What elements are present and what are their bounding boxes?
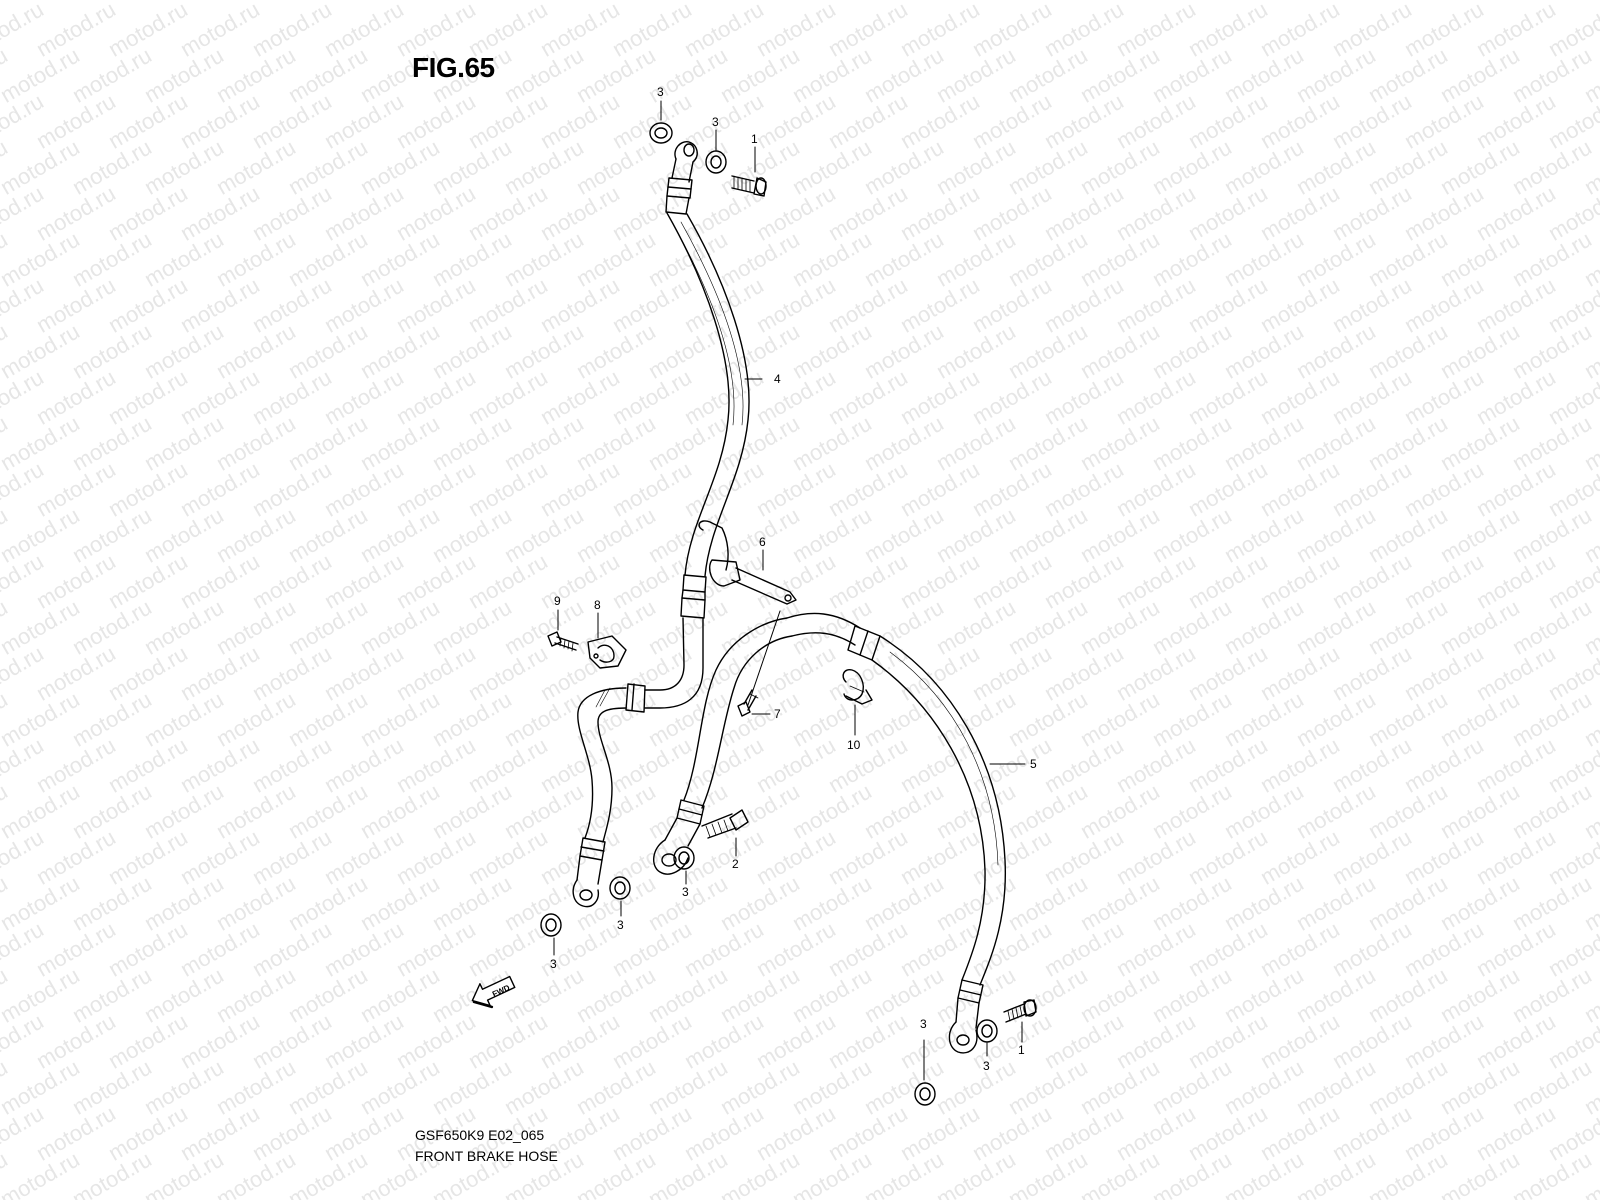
callout-labels: 3 3 1 4 6 9 8 7 10 5 2 3 3 3 3 3 1 FWD bbox=[491, 85, 1037, 1073]
washer-bottom-left bbox=[914, 1082, 936, 1106]
callout-8: 8 bbox=[594, 598, 601, 612]
leader-lines bbox=[553, 100, 1026, 1081]
callout-9: 9 bbox=[554, 594, 561, 608]
hose-clip bbox=[842, 668, 873, 705]
callout-1: 1 bbox=[1018, 1043, 1025, 1057]
washer-bottom-right bbox=[976, 1019, 998, 1043]
callout-6: 6 bbox=[759, 535, 766, 549]
bolt-1-top bbox=[731, 175, 767, 197]
washer-top-right bbox=[705, 150, 727, 174]
callout-3: 3 bbox=[657, 85, 664, 99]
washer-top-left bbox=[649, 122, 673, 144]
callout-4: 4 bbox=[774, 372, 781, 386]
model-code: GSF650K9 E02_065 bbox=[415, 1127, 545, 1143]
callout-3: 3 bbox=[617, 918, 624, 932]
long-brake-hose bbox=[786, 612, 1007, 1054]
callout-10: 10 bbox=[847, 738, 861, 752]
washer-left-mid bbox=[609, 876, 631, 900]
bolt-7 bbox=[737, 689, 759, 717]
washer-mid bbox=[673, 846, 695, 870]
callout-2: 2 bbox=[732, 857, 739, 871]
figure-name: FRONT BRAKE HOSE bbox=[415, 1148, 558, 1164]
figure-title: FIG.65 bbox=[412, 52, 495, 83]
callout-3: 3 bbox=[550, 957, 557, 971]
left-caliper-hose bbox=[572, 687, 627, 908]
upper-brake-hose bbox=[625, 141, 750, 713]
bolt-1-bottom bbox=[1003, 999, 1037, 1023]
mid-brake-hose bbox=[653, 617, 793, 875]
bolt-2 bbox=[701, 809, 749, 839]
bolt-9 bbox=[547, 631, 579, 652]
callout-5: 5 bbox=[1030, 757, 1037, 771]
callout-1: 1 bbox=[751, 132, 758, 146]
callout-3: 3 bbox=[682, 885, 689, 899]
callout-3: 3 bbox=[920, 1017, 927, 1031]
hose-clamp bbox=[587, 635, 627, 669]
hose-guide-clamp bbox=[698, 520, 797, 605]
washer-left-bottom bbox=[540, 913, 562, 937]
callout-7: 7 bbox=[774, 707, 781, 721]
callout-3: 3 bbox=[983, 1059, 990, 1073]
fwd-arrow-icon bbox=[471, 975, 516, 1009]
callout-3: 3 bbox=[712, 115, 719, 129]
